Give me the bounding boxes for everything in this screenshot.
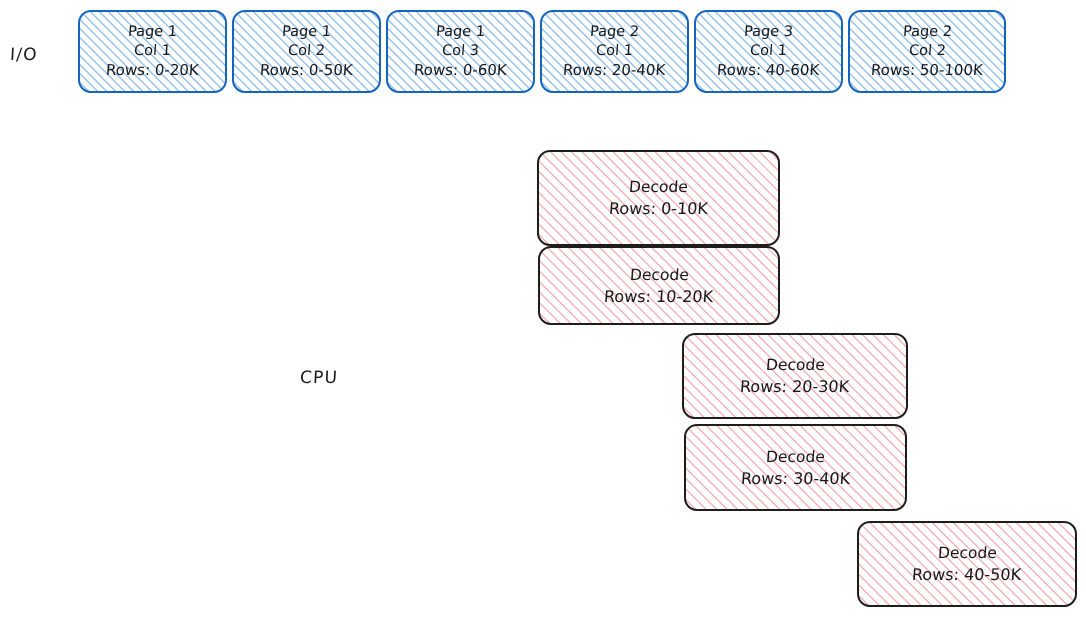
io-box-page: Page 2: [902, 24, 953, 40]
io-box-col: Col 3: [441, 43, 480, 59]
decode-box-title: Decode: [764, 356, 826, 374]
io-box[interactable]: Page 2 Col 1 Rows: 20-40K: [540, 10, 689, 93]
decode-box-title: Decode: [936, 544, 998, 562]
lane-label-cpu-text: CPU: [299, 368, 339, 388]
io-box-page: Page 1: [127, 24, 178, 40]
lane-label-cpu: CPU: [299, 368, 338, 388]
io-box-col: Col 1: [595, 43, 634, 59]
io-box[interactable]: Page 1 Col 2 Rows: 0-50K: [232, 10, 381, 93]
decode-box-rows: Rows: 10-20K: [603, 286, 715, 306]
io-box-col: Col 1: [133, 43, 172, 59]
decode-box-rows: Rows: 0-10K: [608, 199, 709, 218]
lane-label-io: I/O: [9, 45, 38, 65]
decode-box-rows: Rows: 40-50K: [911, 565, 1023, 584]
io-box-col: Col 1: [749, 43, 788, 59]
io-box-page: Page 2: [589, 24, 640, 40]
io-box-rows: Rows: 20-40K: [562, 61, 667, 79]
io-box-rows: Rows: 0-20K: [105, 61, 200, 79]
decode-box-title: Decode: [765, 447, 826, 466]
io-box-page: Page 1: [281, 24, 332, 40]
decode-box-title: Decode: [628, 265, 690, 284]
io-box[interactable]: Page 1 Col 1 Rows: 0-20K: [78, 10, 227, 93]
io-box-rows: Rows: 0-50K: [259, 61, 354, 79]
decode-box-rows: Rows: 20-30K: [739, 377, 851, 396]
decode-box[interactable]: Decode Rows: 40-50K: [857, 521, 1077, 607]
lane-label-io-text: I/O: [9, 45, 39, 65]
decode-box[interactable]: Decode Rows: 0-10K: [537, 150, 780, 246]
io-box[interactable]: Page 3 Col 1 Rows: 40-60K: [694, 10, 843, 93]
decode-box[interactable]: Decode Rows: 20-30K: [682, 333, 908, 419]
io-box[interactable]: Page 1 Col 3 Rows: 0-60K: [386, 10, 535, 93]
io-box-page: Page 3: [743, 24, 794, 40]
io-box-rows: Rows: 40-60K: [716, 61, 821, 79]
io-box-rows: Rows: 50-100K: [870, 61, 984, 79]
decode-box-title: Decode: [628, 178, 689, 196]
io-box-col: Col 2: [908, 43, 947, 59]
io-box-page: Page 1: [435, 24, 486, 40]
decode-box[interactable]: Decode Rows: 10-20K: [538, 246, 780, 325]
decode-box[interactable]: Decode Rows: 30-40K: [684, 424, 907, 511]
decode-box-rows: Rows: 30-40K: [740, 468, 851, 488]
io-box-col: Col 2: [287, 43, 326, 59]
io-box[interactable]: Page 2 Col 2 Rows: 50-100K: [848, 10, 1006, 93]
io-box-rows: Rows: 0-60K: [413, 61, 508, 79]
